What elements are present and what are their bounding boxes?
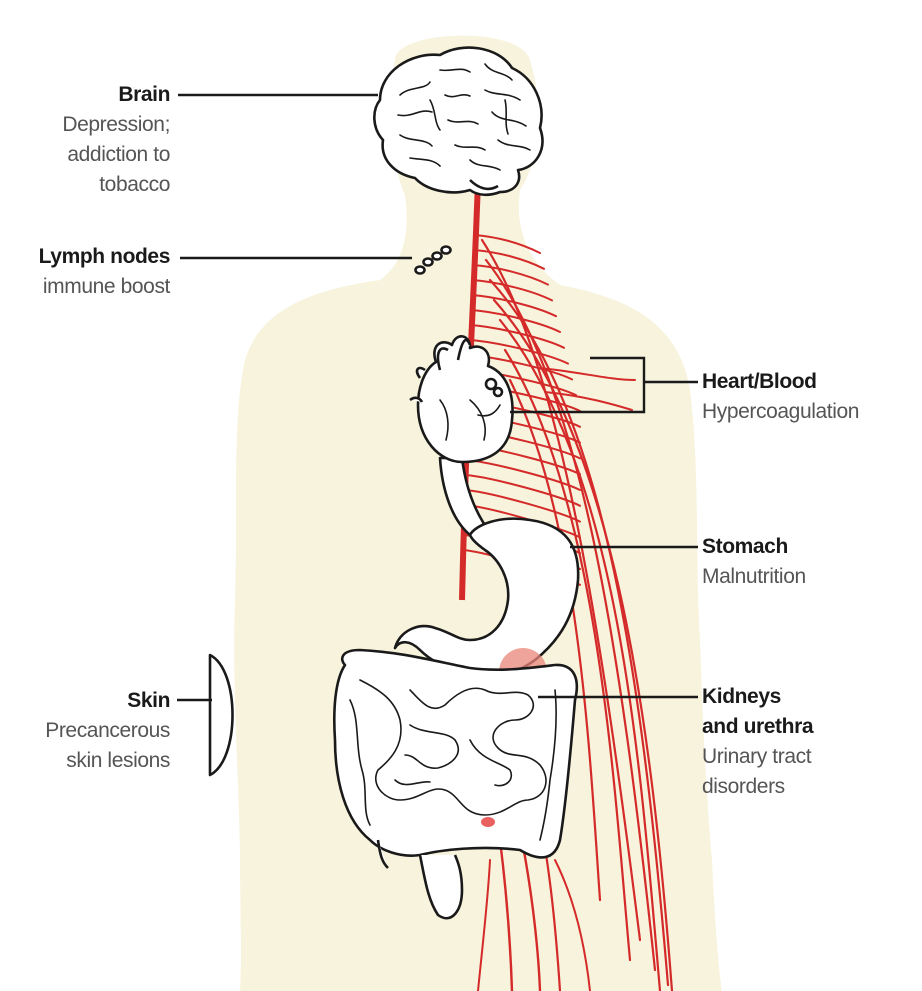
kidneys-label: Kidneys and urethra Urinary tract disord… bbox=[702, 682, 813, 802]
skin-label: Skin Precancerous skin lesions bbox=[45, 686, 170, 776]
lymph-desc: immune boost bbox=[39, 272, 170, 302]
kidneys-name-2: and urethra bbox=[702, 712, 813, 742]
lymph-label: Lymph nodes immune boost bbox=[39, 242, 170, 302]
brain-organ bbox=[374, 48, 542, 195]
brain-desc-2: addiction to bbox=[62, 140, 170, 170]
skin-desc-1: Precancerous bbox=[45, 716, 170, 746]
brain-name: Brain bbox=[62, 80, 170, 110]
kidneys-desc-1: Urinary tract bbox=[702, 742, 813, 772]
skin-desc-2: skin lesions bbox=[45, 746, 170, 776]
brain-desc-1: Depression; bbox=[62, 110, 170, 140]
stomach-label: Stomach Malnutrition bbox=[702, 532, 806, 592]
stomach-name: Stomach bbox=[702, 532, 806, 562]
heart-name: Heart/Blood bbox=[702, 367, 859, 397]
kidneys-name-1: Kidneys bbox=[702, 682, 813, 712]
kidneys-desc-2: disorders bbox=[702, 772, 813, 802]
skin-organ bbox=[210, 655, 233, 775]
stomach-desc: Malnutrition bbox=[702, 562, 806, 592]
heart-label: Heart/Blood Hypercoagulation bbox=[702, 367, 859, 427]
heart-desc: Hypercoagulation bbox=[702, 397, 859, 427]
brain-desc-3: tobacco bbox=[62, 170, 170, 200]
lymph-name: Lymph nodes bbox=[39, 242, 170, 272]
skin-name: Skin bbox=[45, 686, 170, 716]
brain-label: Brain Depression; addiction to tobacco bbox=[62, 80, 170, 200]
